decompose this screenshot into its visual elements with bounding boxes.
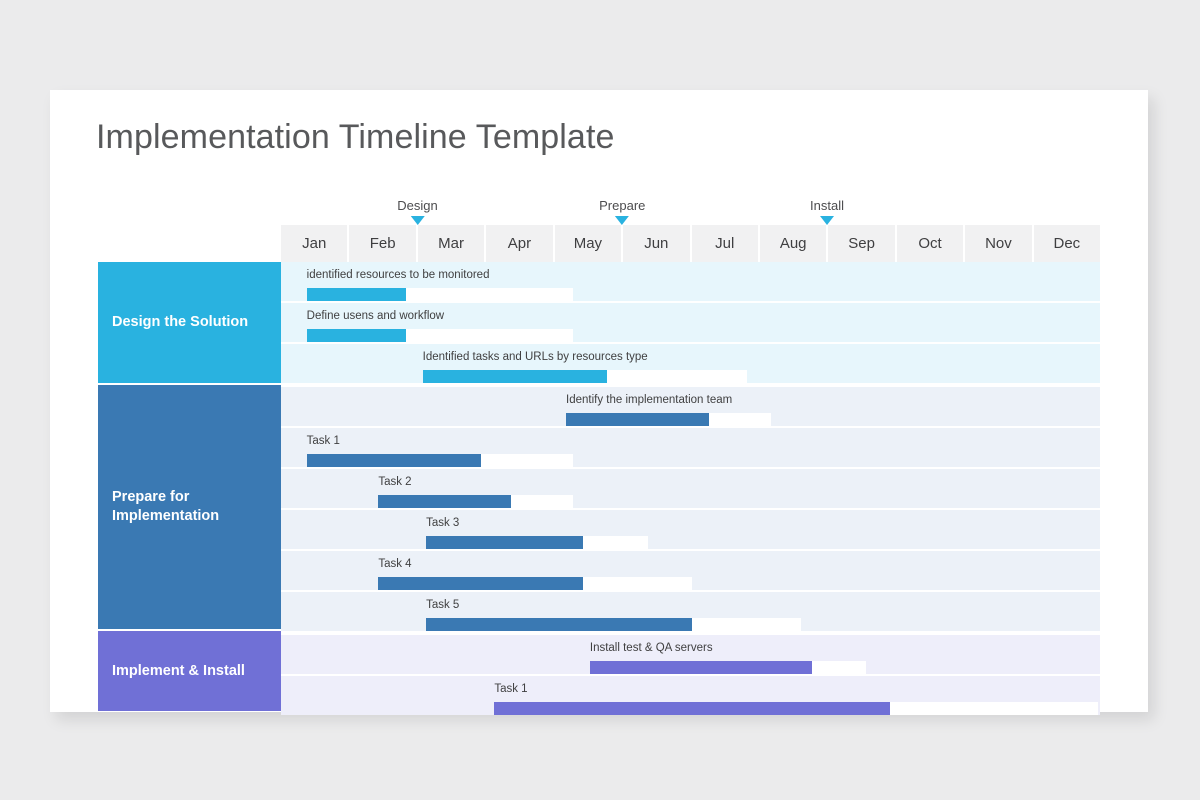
task-bar-track[interactable] [306,288,573,301]
task-row[interactable]: Install test & QA servers [281,635,1100,674]
task-row[interactable]: Task 3 [281,510,1100,549]
milestone-marker-label: Prepare [599,198,646,213]
milestone-markers: Design Prepare Install [281,180,1100,225]
triangle-down-icon [615,216,630,225]
task-label: Task 2 [378,476,412,488]
task-row[interactable]: identified resources to be monitored [281,262,1100,301]
milestone-marker-label: Design [397,198,438,213]
month-cell-apr[interactable]: Apr [486,225,555,262]
month-cell-jun[interactable]: Jun [623,225,692,262]
month-cell-oct[interactable]: Oct [896,225,966,262]
task-bar-track[interactable] [378,577,693,590]
task-bar-track[interactable] [426,536,648,549]
task-row[interactable]: Define usens and workflow [281,303,1100,342]
task-bar-progress [306,329,406,342]
task-bar-track[interactable] [494,702,1099,715]
triangle-down-icon [410,216,425,225]
month-cell-sep[interactable]: Sep [828,225,897,262]
task-row[interactable]: Task 2 [281,469,1100,508]
month-cell-may[interactable]: May [554,225,624,262]
task-bar-progress [494,702,891,715]
task-row[interactable]: Identify the implementation team [281,387,1100,426]
month-cell-nov[interactable]: Nov [965,225,1034,262]
task-bar-progress [426,618,693,631]
task-label: Task 3 [426,517,460,529]
task-label: Task 4 [378,558,412,570]
task-bar-track[interactable] [422,370,747,383]
task-bar-progress [422,370,607,383]
task-label: Identify the implementation team [566,394,733,406]
month-cell-aug[interactable]: Aug [759,225,829,262]
task-label: Install test & QA servers [589,642,713,654]
task-label: Task 5 [426,599,460,611]
task-bar-track[interactable] [426,618,802,631]
section-label-prepare-for-implementation[interactable]: Prepare for Implementation [98,385,281,629]
month-cell-jul[interactable]: Jul [691,225,760,262]
task-label: Identified tasks and URLs by resources t… [422,351,648,363]
task-bar-track[interactable] [378,495,573,508]
task-bar-track[interactable] [589,661,867,674]
section-label-design-the-solution[interactable]: Design the Solution [98,262,281,383]
task-bar-track[interactable] [306,454,573,467]
task-row[interactable]: Task 4 [281,551,1100,590]
task-bar-progress [378,577,584,590]
task-bar-track[interactable] [306,329,573,342]
triangle-down-icon [820,216,834,225]
task-row[interactable]: Identified tasks and URLs by resources t… [281,344,1100,383]
task-bar-track[interactable] [566,413,771,426]
task-bar-progress [378,495,512,508]
month-cell-mar[interactable]: Mar [417,225,487,262]
task-bar-progress [426,536,584,549]
task-label: Define usens and workflow [306,310,445,322]
month-cell-dec[interactable]: Dec [1033,225,1101,262]
task-bar-progress [306,288,406,301]
month-cell-jan[interactable]: Jan [281,225,350,262]
month-cell-feb[interactable]: Feb [349,225,418,262]
task-label: Task 1 [494,683,528,695]
task-label: Task 1 [306,435,340,447]
milestone-marker-prepare: Prepare [599,198,645,225]
milestone-marker-label: Install [810,198,844,213]
task-row[interactable]: Task 1 [281,676,1100,715]
task-row[interactable]: Task 1 [281,428,1100,467]
milestone-marker-design: Design [397,198,438,225]
task-row[interactable]: Task 5 [281,592,1100,631]
section-label-implement-install[interactable]: Implement & Install [98,631,281,711]
task-bar-progress [306,454,481,467]
task-label: identified resources to be monitored [306,269,490,281]
milestone-marker-install: Install [810,198,844,225]
page-title: Implementation Timeline Template [96,118,615,156]
task-bar-progress [566,413,710,426]
task-bar-progress [589,661,812,674]
